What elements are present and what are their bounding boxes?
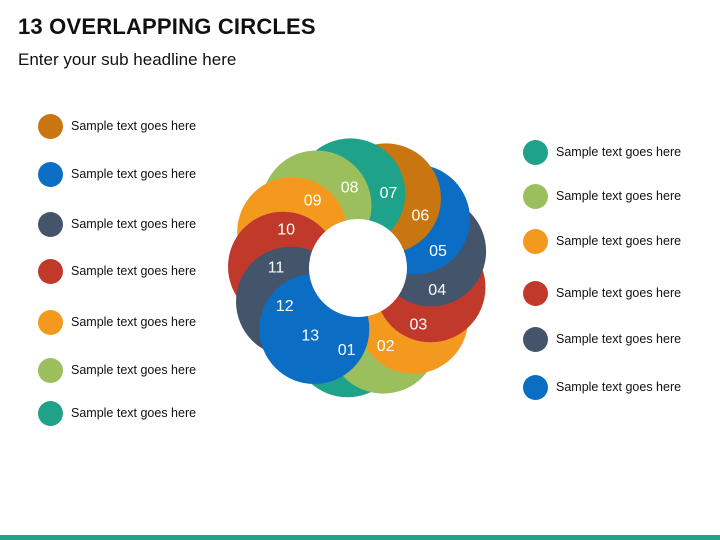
circles-layer [228, 138, 487, 398]
legend-dot [523, 183, 548, 209]
circle-label-07: 07 [380, 185, 398, 202]
legend-dot [38, 258, 63, 284]
legend-right-item-3: Sample text goes here [523, 228, 681, 254]
legend-label: Sample text goes here [71, 217, 197, 231]
circle-label-01: 01 [338, 342, 356, 359]
legend-dot [523, 326, 548, 352]
page-subtitle: Enter your sub headline here [18, 50, 237, 69]
labels-layer: 01 02 03 04 05 06 07 08 09 10 11 12 13 [268, 179, 447, 359]
legend-label: Sample text goes here [71, 406, 197, 420]
legend-label: Sample text goes here [556, 286, 682, 300]
legend-dot [523, 374, 548, 400]
legend-dot [523, 280, 548, 306]
legend-left-item-2: Sample text goes here [38, 161, 196, 187]
center-hole [309, 219, 407, 317]
circle-label-05: 05 [429, 243, 447, 260]
legend-dot [523, 139, 548, 165]
legend-label: Sample text goes here [71, 119, 197, 133]
circle-label-03: 03 [410, 317, 428, 334]
footer-bar [0, 535, 720, 540]
legend-dot [38, 357, 63, 383]
circle-label-12: 12 [276, 298, 294, 315]
legend-dot [38, 113, 63, 139]
circle-label-13: 13 [301, 328, 319, 345]
circle-label-09: 09 [304, 193, 322, 210]
legend-dot [523, 228, 548, 254]
legend-left-item-3: Sample text goes here [38, 211, 196, 237]
legend-label: Sample text goes here [71, 315, 197, 329]
circle-label-08: 08 [341, 179, 359, 196]
circle-label-04: 04 [428, 282, 446, 299]
legend-left-item-4: Sample text goes here [38, 258, 196, 284]
legend-dot [38, 211, 63, 237]
legend-dot [38, 309, 63, 335]
legend-right-item-4: Sample text goes here [523, 280, 681, 306]
legend-left-item-7: Sample text goes here [38, 400, 196, 426]
legend-right-item-2: Sample text goes here [523, 183, 681, 209]
circle-label-02: 02 [377, 338, 395, 355]
legend-label: Sample text goes here [71, 363, 197, 377]
legend-dot [38, 161, 63, 187]
legend-label: Sample text goes here [556, 234, 682, 248]
legend-label: Sample text goes here [556, 145, 682, 159]
legend-right-item-1: Sample text goes here [523, 139, 681, 165]
legend-label: Sample text goes here [71, 264, 197, 278]
circle-label-11: 11 [268, 260, 285, 277]
legend-left-item-5: Sample text goes here [38, 309, 196, 335]
legend-left-item-6: Sample text goes here [38, 357, 196, 383]
legend-dot [38, 400, 63, 426]
legend-right-item-6: Sample text goes here [523, 374, 681, 400]
page-title: 13 OVERLAPPING CIRCLES [18, 14, 316, 39]
circle-label-06: 06 [412, 208, 430, 225]
legend-right-item-5: Sample text goes here [523, 326, 681, 352]
legend-label: Sample text goes here [556, 332, 682, 346]
legend-label: Sample text goes here [556, 189, 682, 203]
legend-label: Sample text goes here [71, 167, 197, 181]
legend-label: Sample text goes here [556, 380, 682, 394]
circle-label-10: 10 [277, 222, 295, 239]
legend-left-item-1: Sample text goes here [38, 113, 196, 139]
